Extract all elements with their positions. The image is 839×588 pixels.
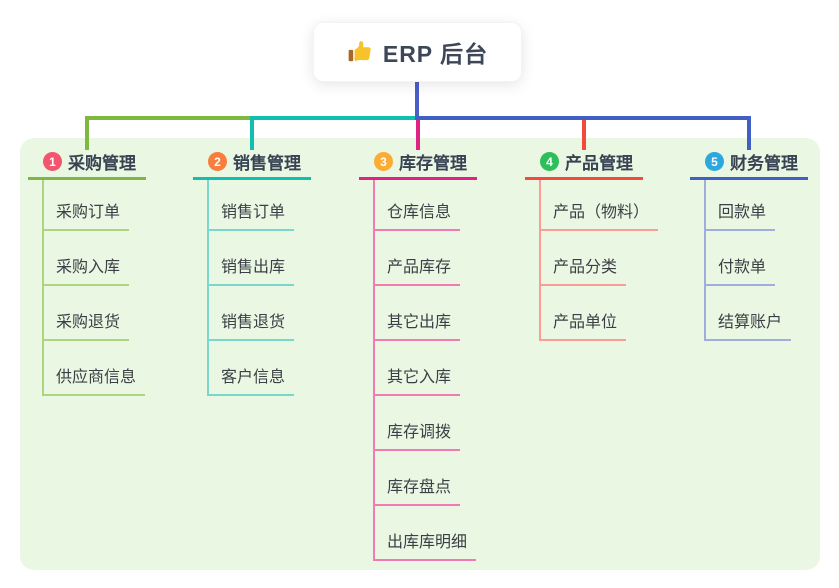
branch-badge-finance: 5 [705, 152, 724, 171]
child-label: 产品库存 [387, 259, 452, 276]
child-label: 产品分类 [553, 259, 618, 276]
child-label: 仓库信息 [387, 204, 452, 221]
child-label: 销售退货 [221, 314, 286, 331]
group-container [20, 138, 820, 570]
child-label: 结算账户 [718, 314, 783, 331]
child-node-sales-0[interactable]: 销售订单 [207, 199, 295, 231]
root-connector [415, 80, 419, 116]
child-label: 采购入库 [56, 259, 121, 276]
root-title: ERP 后台 [382, 41, 489, 67]
child-node-product-1[interactable]: 产品分类 [539, 254, 627, 286]
branch-badge-product: 4 [540, 152, 559, 171]
child-rail-inventory [373, 180, 375, 561]
child-label: 采购退货 [56, 314, 121, 331]
branch-connector-finance [747, 116, 751, 150]
branch-node-finance[interactable]: 5 财务管理 [690, 146, 808, 180]
child-node-purchase-2[interactable]: 采购退货 [42, 309, 130, 341]
child-label: 其它入库 [387, 369, 452, 386]
child-label: 销售出库 [221, 259, 286, 276]
branch-node-inventory[interactable]: 3 库存管理 [359, 146, 477, 180]
branch-label-product: 产品管理 [565, 154, 633, 173]
trunk-left-green [85, 116, 254, 120]
branch-connector-purchase [85, 116, 89, 150]
child-label: 供应商信息 [56, 369, 137, 386]
child-node-finance-0[interactable]: 回款单 [704, 199, 776, 231]
child-node-sales-3[interactable]: 客户信息 [207, 364, 295, 396]
child-node-finance-2[interactable]: 结算账户 [704, 309, 792, 341]
child-node-purchase-0[interactable]: 采购订单 [42, 199, 130, 231]
child-label: 库存调拨 [387, 424, 452, 441]
child-node-finance-1[interactable]: 付款单 [704, 254, 776, 286]
trunk-left-teal [250, 116, 421, 120]
child-label: 回款单 [718, 204, 767, 221]
branch-connector-sales [250, 116, 254, 150]
root-node-erp[interactable]: ERP 后台 [313, 22, 522, 82]
child-node-inventory-6[interactable]: 出库库明细 [373, 529, 477, 561]
branch-connector-inventory [416, 116, 420, 150]
child-label: 出库库明细 [387, 534, 468, 551]
branch-node-sales[interactable]: 2 销售管理 [193, 146, 311, 180]
branch-badge-purchase: 1 [43, 152, 62, 171]
branch-label-purchase: 采购管理 [68, 154, 136, 173]
child-node-inventory-1[interactable]: 产品库存 [373, 254, 461, 286]
child-node-sales-2[interactable]: 销售退货 [207, 309, 295, 341]
child-label: 库存盘点 [387, 479, 452, 496]
child-label: 客户信息 [221, 369, 286, 386]
child-rail-product [539, 180, 541, 341]
child-node-inventory-5[interactable]: 库存盘点 [373, 474, 461, 506]
child-node-inventory-3[interactable]: 其它入库 [373, 364, 461, 396]
branch-label-finance: 财务管理 [730, 154, 798, 173]
branch-label-sales: 销售管理 [233, 154, 301, 173]
child-node-product-2[interactable]: 产品单位 [539, 309, 627, 341]
child-label: 其它出库 [387, 314, 452, 331]
child-node-sales-1[interactable]: 销售出库 [207, 254, 295, 286]
child-node-purchase-3[interactable]: 供应商信息 [42, 364, 146, 396]
child-node-inventory-2[interactable]: 其它出库 [373, 309, 461, 341]
child-rail-sales [207, 180, 209, 396]
child-rail-finance [704, 180, 706, 341]
child-label: 付款单 [718, 259, 767, 276]
child-rail-purchase [42, 180, 44, 396]
trunk-right-blue [415, 116, 751, 120]
branch-connector-product [582, 116, 586, 150]
child-label: 采购订单 [56, 204, 121, 221]
child-label: 销售订单 [221, 204, 286, 221]
child-node-inventory-4[interactable]: 库存调拨 [373, 419, 461, 451]
child-node-purchase-1[interactable]: 采购入库 [42, 254, 130, 286]
branch-label-inventory: 库存管理 [399, 154, 467, 173]
child-node-product-0[interactable]: 产品（物料） [539, 199, 659, 231]
child-label: 产品（物料） [553, 204, 650, 221]
branch-badge-sales: 2 [208, 152, 227, 171]
branch-node-purchase[interactable]: 1 采购管理 [28, 146, 146, 180]
branch-badge-inventory: 3 [374, 152, 393, 171]
child-node-inventory-0[interactable]: 仓库信息 [373, 199, 461, 231]
thumbs-up-icon [347, 39, 373, 65]
branch-node-product[interactable]: 4 产品管理 [525, 146, 643, 180]
child-label: 产品单位 [553, 314, 618, 331]
